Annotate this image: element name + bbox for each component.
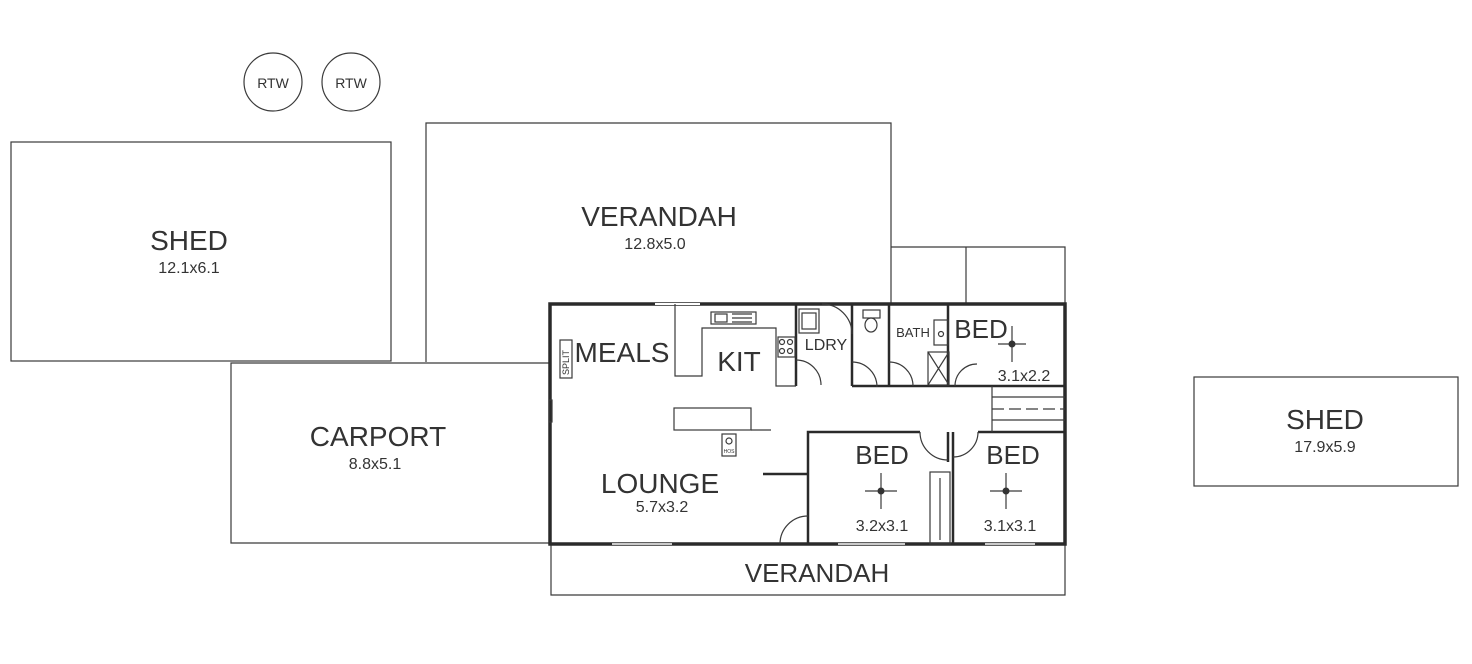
shed-left-dims: 12.1x6.1 bbox=[158, 260, 219, 277]
verandah-top-name: VERANDAH bbox=[581, 201, 737, 232]
verandah-bottom: VERANDAH bbox=[550, 545, 1066, 596]
meals-label: MEALS bbox=[575, 337, 670, 368]
bed-top-label: BED bbox=[954, 314, 1007, 344]
kitchen-fixtures bbox=[673, 304, 796, 431]
bed-mid-label: BED bbox=[855, 440, 908, 470]
rtw-tank-1: RTW bbox=[243, 52, 303, 112]
kitchen-label: KIT bbox=[717, 346, 761, 377]
interior-walls bbox=[763, 304, 1065, 544]
lounge-label: LOUNGE bbox=[601, 468, 719, 499]
shed-left: SHED 12.1x6.1 bbox=[10, 141, 392, 362]
door-swings bbox=[779, 303, 979, 545]
ceiling-fan-icon bbox=[865, 326, 1026, 509]
laundry-label: LDRY bbox=[805, 337, 848, 354]
verandah-top-dims: 12.8x5.0 bbox=[624, 236, 685, 253]
verandah-bottom-name: VERANDAH bbox=[745, 558, 889, 588]
split-system: SPLIT bbox=[559, 339, 573, 379]
verandah-top: VERANDAH 12.8x5.0 bbox=[425, 122, 892, 362]
heater-icon: HOS bbox=[721, 433, 737, 457]
bath-fixtures bbox=[927, 319, 950, 386]
stairs-linen bbox=[991, 386, 1065, 432]
bed-right-label: BED bbox=[986, 440, 1039, 470]
carport-dims: 8.8x5.1 bbox=[349, 456, 402, 473]
carport: CARPORT 8.8x5.1 bbox=[230, 362, 549, 544]
heater-label: HOS bbox=[724, 449, 736, 455]
bed-mid-dims: 3.2x3.1 bbox=[856, 518, 909, 535]
rtw-tank-2: RTW bbox=[321, 52, 381, 112]
bed-right-dims: 3.1x3.1 bbox=[984, 518, 1037, 535]
rtw-label-2: RTW bbox=[335, 75, 367, 91]
shed-right-name: SHED bbox=[1286, 404, 1364, 435]
bed-top-dims: 3.1x2.2 bbox=[998, 368, 1051, 385]
rtw-label-1: RTW bbox=[257, 75, 289, 91]
lounge-dims: 5.7x3.2 bbox=[636, 499, 689, 516]
wardrobe bbox=[929, 471, 951, 545]
side-window bbox=[548, 399, 553, 423]
shed-right-dims: 17.9x5.9 bbox=[1294, 439, 1355, 456]
shed-right: SHED 17.9x5.9 bbox=[1193, 376, 1459, 487]
split-label: SPLIT bbox=[561, 349, 571, 375]
carport-name: CARPORT bbox=[310, 421, 446, 452]
laundry-trough bbox=[798, 308, 820, 334]
toilet-icon bbox=[862, 309, 881, 333]
shed-left-name: SHED bbox=[150, 225, 228, 256]
rear-porch bbox=[891, 246, 1066, 303]
bath-label: BATH bbox=[896, 325, 930, 340]
